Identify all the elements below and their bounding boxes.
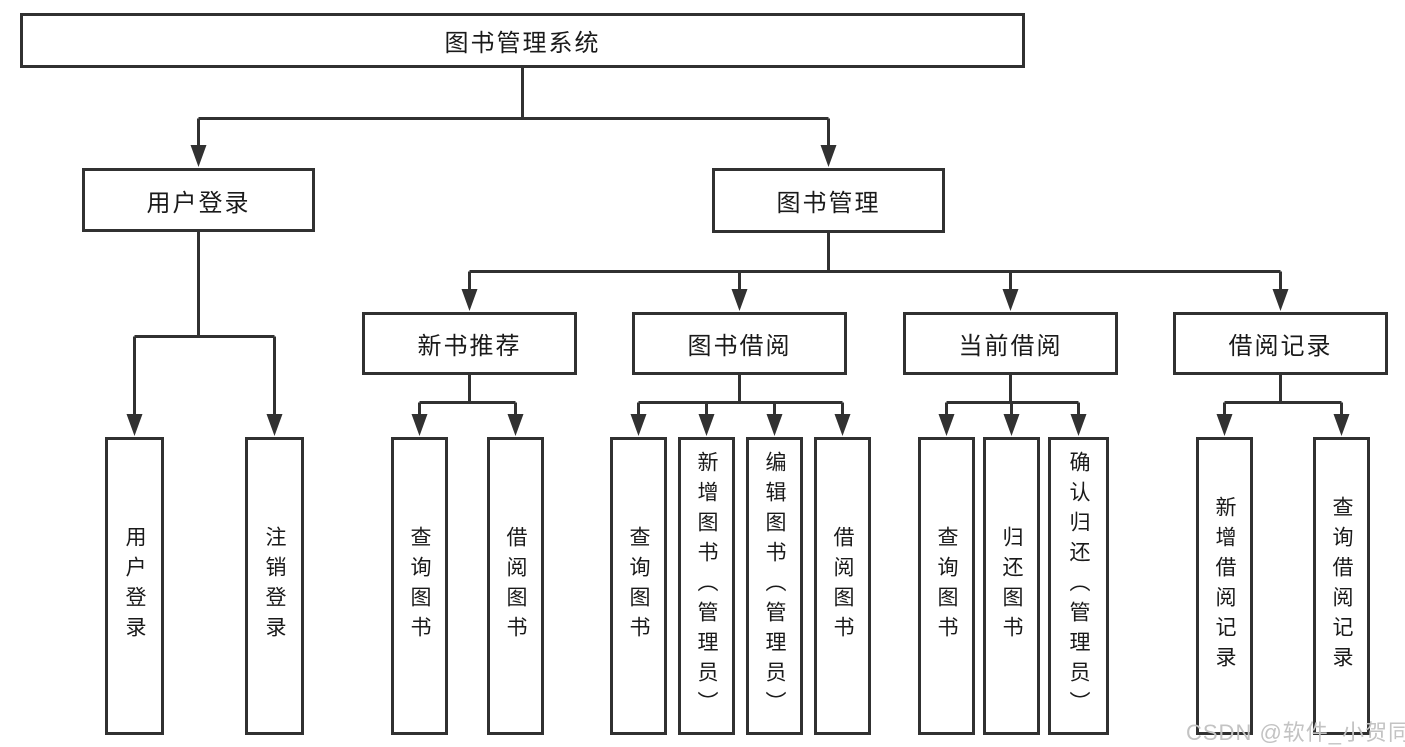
leaf-query-books: 查询图书	[610, 437, 667, 735]
leaf-label: 查询图书	[935, 526, 959, 646]
node-library-management-system: 图书管理系统	[20, 13, 1025, 68]
node-label: 借阅记录	[1228, 333, 1333, 360]
node-user-login: 用户登录	[82, 168, 315, 232]
leaf-borrow-books: 借阅图书	[487, 437, 544, 735]
leaf-label: 查询图书	[408, 526, 432, 646]
leaf-label: 新增借阅记录	[1213, 496, 1237, 676]
node-label: 新书推荐	[417, 333, 522, 360]
leaf-label: 用户登录	[123, 526, 147, 646]
node-new-book-recommendation: 新书推荐	[362, 312, 577, 375]
leaf-logout: 注销登录	[245, 437, 304, 735]
leaf-return-books: 归还图书	[983, 437, 1040, 735]
node-label: 图书管理系统	[444, 30, 601, 57]
node-borrow-records: 借阅记录	[1173, 312, 1388, 375]
leaf-label: 查询借阅记录	[1330, 496, 1354, 676]
leaf-add-borrow-record: 新增借阅记录	[1196, 437, 1253, 735]
node-label: 图书借阅	[687, 333, 792, 360]
node-label: 当前借阅	[958, 333, 1063, 360]
leaf-user-login: 用户登录	[105, 437, 164, 735]
leaf-query-borrow-record: 查询借阅记录	[1313, 437, 1370, 735]
leaf-borrow-books: 借阅图书	[814, 437, 871, 735]
leaf-label: 注销登录	[263, 526, 287, 646]
leaf-confirm-return-admin: 确认归还（管理员）	[1048, 437, 1109, 735]
node-current-borrowing: 当前借阅	[903, 312, 1118, 375]
leaf-label: 新增图书（管理员）	[695, 451, 719, 721]
leaf-label: 查询图书	[627, 526, 651, 646]
leaf-label: 借阅图书	[831, 526, 855, 646]
leaf-add-book-admin: 新增图书（管理员）	[678, 437, 735, 735]
csdn-watermark: CSDN @软件_小贺同学	[1186, 720, 1405, 745]
node-label: 图书管理	[776, 190, 881, 217]
leaf-query-books: 查询图书	[391, 437, 448, 735]
node-book-borrowing: 图书借阅	[632, 312, 847, 375]
leaf-query-books: 查询图书	[918, 437, 975, 735]
node-book-management: 图书管理	[712, 168, 945, 233]
arrowheads	[126, 145, 1350, 436]
leaf-edit-book-admin: 编辑图书（管理员）	[746, 437, 803, 735]
leaf-label: 编辑图书（管理员）	[763, 451, 787, 721]
node-label: 用户登录	[146, 189, 251, 217]
leaf-label: 借阅图书	[504, 526, 528, 646]
leaf-label: 确认归还（管理员）	[1067, 451, 1091, 721]
leaf-label: 归还图书	[1000, 526, 1024, 646]
